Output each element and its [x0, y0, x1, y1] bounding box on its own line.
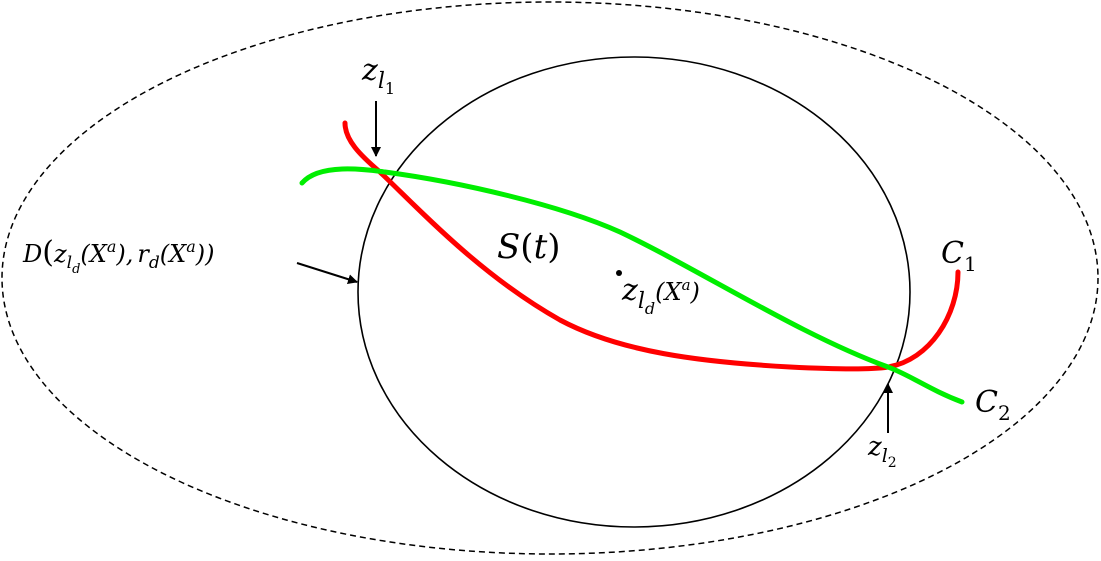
arrow-disk — [296, 262, 358, 285]
curve-c2 — [299, 166, 965, 405]
label-c1: C1 — [941, 236, 977, 276]
label-z-l2: zl2 — [867, 432, 897, 471]
label-center: zld(Xa) — [621, 273, 700, 318]
label-disk: D(zld(Xa),rd(Xa)) — [22, 235, 215, 277]
label-z-l1: zl1 — [361, 53, 395, 98]
label-s-t: S(t) — [497, 227, 561, 267]
center-point — [616, 270, 622, 276]
label-c2: C2 — [975, 385, 1011, 425]
disk-circle — [357, 56, 911, 528]
